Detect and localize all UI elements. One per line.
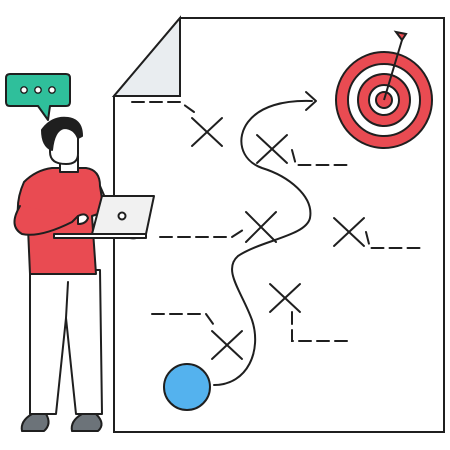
cross-mark	[269, 283, 301, 313]
dash-line	[151, 313, 217, 329]
obstacle-markers	[191, 117, 365, 360]
hair	[41, 116, 83, 151]
laptop-icon	[53, 195, 155, 239]
pants	[29, 269, 103, 415]
speech-bubble-icon	[5, 73, 71, 121]
cross-mark	[333, 217, 365, 247]
dash-line	[291, 311, 349, 342]
target-icon	[335, 30, 433, 149]
start-point	[163, 363, 211, 411]
dash-line	[291, 149, 353, 166]
laptop-logo-icon	[117, 211, 127, 221]
dash-line	[365, 231, 425, 249]
pants-seam	[65, 281, 69, 319]
dash-line	[131, 101, 195, 113]
right-shoe	[70, 413, 103, 432]
annotation-dashes	[131, 101, 425, 342]
left-shoe	[20, 413, 50, 432]
cross-mark	[191, 117, 223, 147]
left-hand	[77, 213, 89, 225]
left-arm	[13, 205, 79, 236]
cross-mark	[211, 330, 243, 360]
arrow-head-icon	[305, 91, 317, 111]
cross-mark	[256, 134, 288, 164]
strategy-path	[213, 91, 317, 386]
laptop-base	[53, 233, 147, 239]
dash-line	[159, 227, 247, 238]
cross-mark	[245, 211, 277, 243]
